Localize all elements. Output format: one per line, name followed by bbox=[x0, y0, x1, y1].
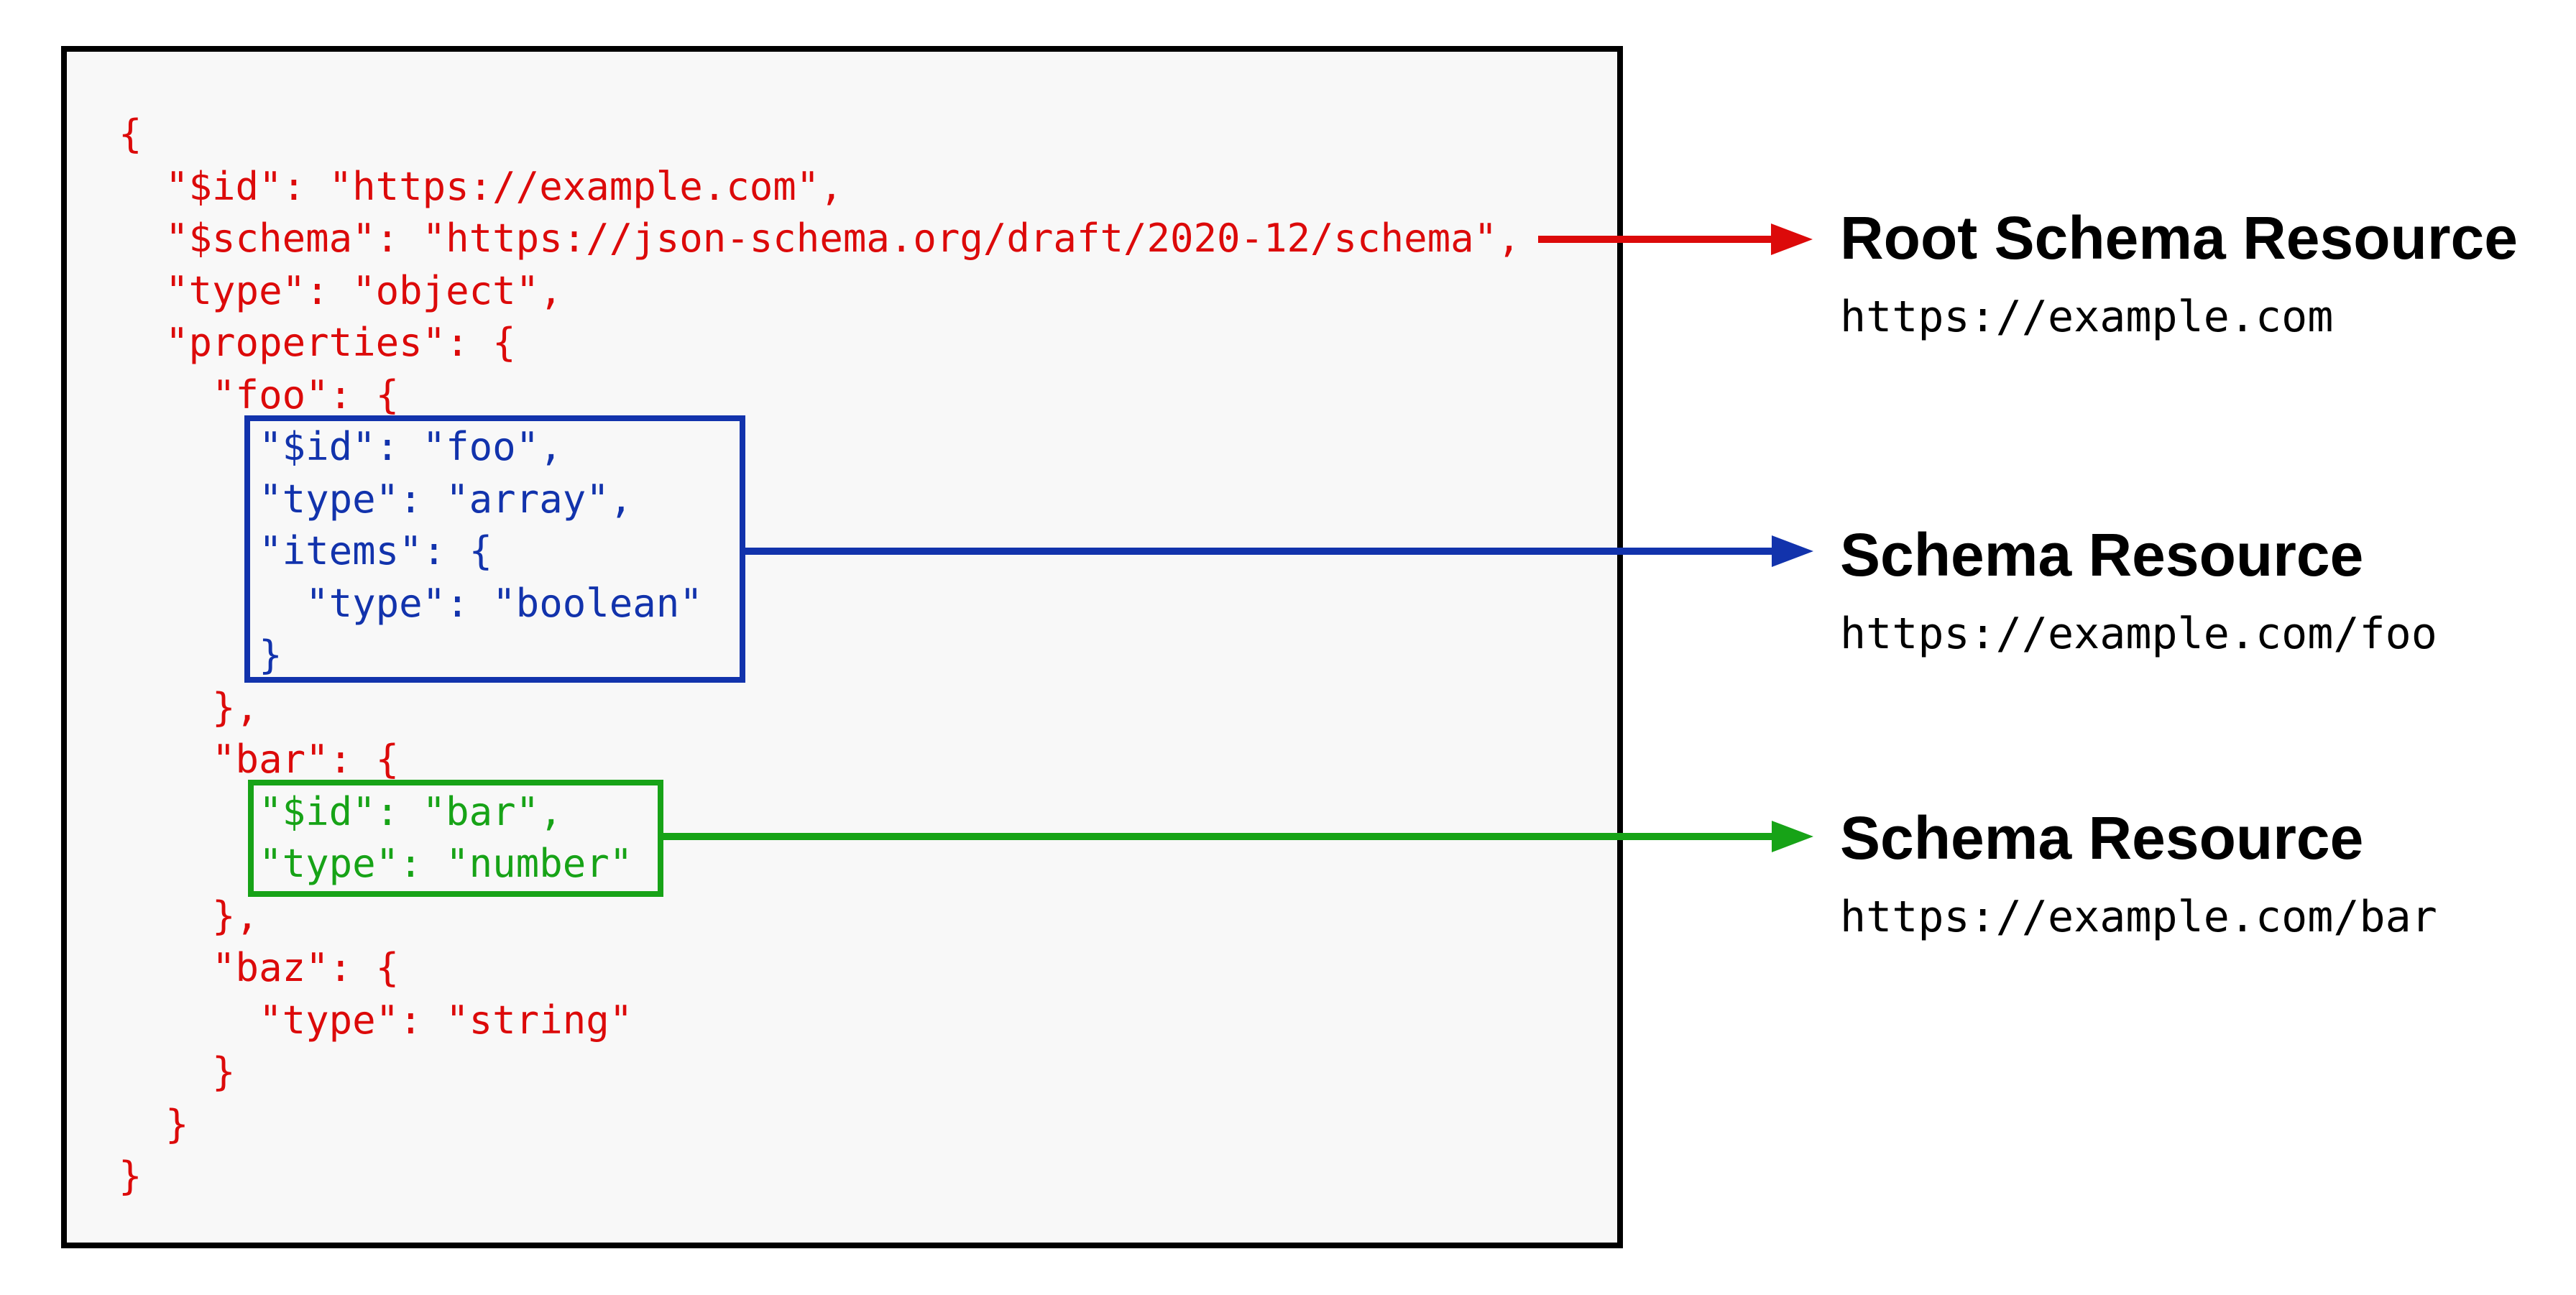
code-line: "properties": { bbox=[119, 320, 516, 365]
code-line: "type": "array", bbox=[119, 476, 633, 522]
code-line: "type": "object", bbox=[119, 267, 563, 313]
code-line: "type": "boolean" bbox=[119, 580, 703, 626]
code-line: "type": "number" bbox=[119, 841, 633, 886]
code-line: "items": { bbox=[119, 528, 493, 573]
arrow-head-icon bbox=[1772, 821, 1813, 852]
code-line: { bbox=[119, 111, 142, 157]
code-line: } bbox=[119, 1101, 189, 1147]
code-line: }, bbox=[119, 893, 259, 939]
bar-schema-resource-box bbox=[248, 780, 663, 897]
code-line: "bar": { bbox=[119, 737, 400, 782]
code-panel: { "$id": "https://example.com", "$schema… bbox=[61, 46, 1623, 1248]
bar-schema-arrow bbox=[663, 821, 1813, 852]
code-line: "$schema": "https://json-schema.org/draf… bbox=[119, 216, 1521, 261]
annotation-title: Root Schema Resource bbox=[1840, 204, 2518, 272]
code-line: }, bbox=[119, 684, 259, 730]
code-line: "$id": "bar", bbox=[119, 788, 563, 834]
code-line: "$id": "https://example.com", bbox=[119, 163, 843, 209]
foo-schema-resource-box bbox=[244, 415, 745, 683]
foo-schema-arrow bbox=[745, 535, 1813, 567]
arrow-head-icon bbox=[1771, 223, 1813, 255]
annotation-bar-schema-resource: Schema Resource https://example.com/bar bbox=[1840, 802, 2437, 953]
arrow-head-icon bbox=[1772, 535, 1813, 567]
code-line: "baz": { bbox=[119, 945, 400, 990]
root-schema-arrow bbox=[1538, 223, 1813, 255]
annotation-title: Schema Resource bbox=[1840, 804, 2364, 872]
annotation-root-schema-resource: Root Schema Resource https://example.com bbox=[1840, 202, 2518, 353]
code-line: "type": "string" bbox=[119, 997, 633, 1043]
code-line: } bbox=[119, 1049, 236, 1094]
code-line: } bbox=[119, 632, 282, 678]
annotation-url: https://example.com/foo bbox=[1840, 609, 2437, 659]
annotation-title: Schema Resource bbox=[1840, 521, 2364, 589]
code-line: "$id": "foo", bbox=[119, 424, 563, 469]
annotation-foo-schema-resource: Schema Resource https://example.com/foo bbox=[1840, 519, 2437, 670]
annotation-url: https://example.com bbox=[1840, 292, 2334, 342]
code-line: } bbox=[119, 1153, 142, 1199]
annotation-url: https://example.com/bar bbox=[1840, 892, 2437, 942]
code-line: "foo": { bbox=[119, 372, 400, 418]
json-code: { "$id": "https://example.com", "$schema… bbox=[119, 109, 1521, 1203]
